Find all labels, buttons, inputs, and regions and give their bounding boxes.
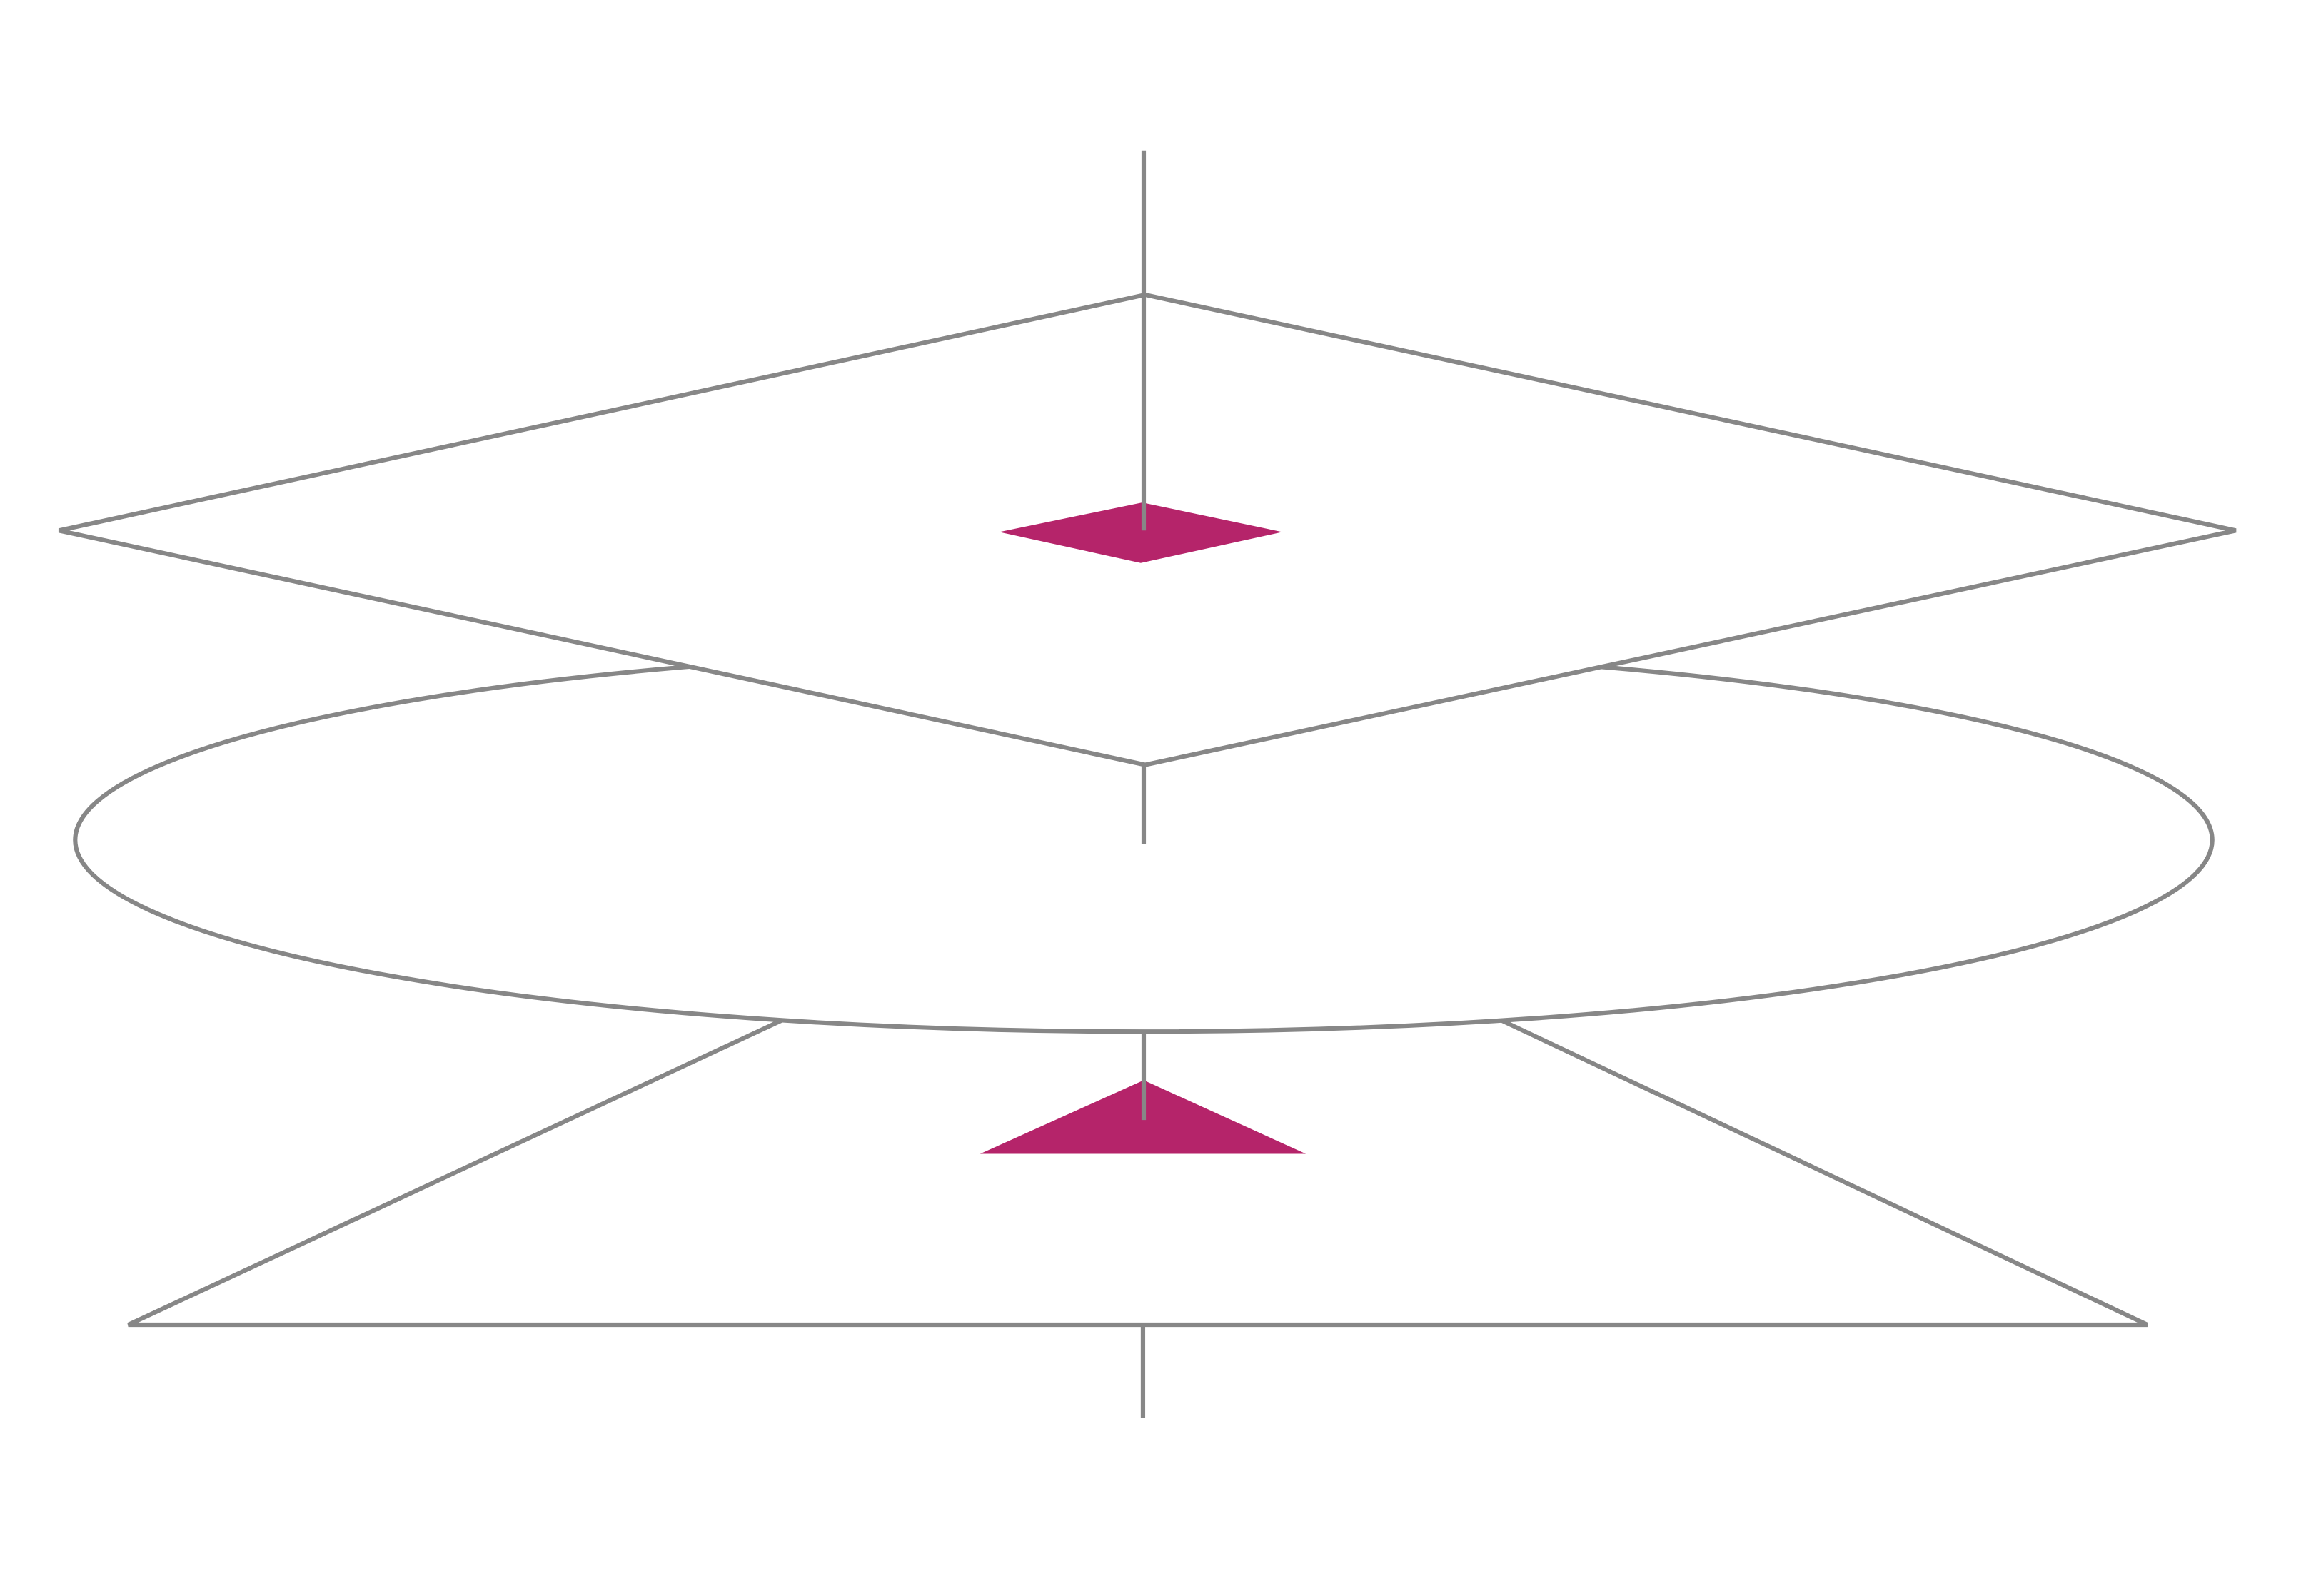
small-rhombus-marker [999,502,1283,563]
